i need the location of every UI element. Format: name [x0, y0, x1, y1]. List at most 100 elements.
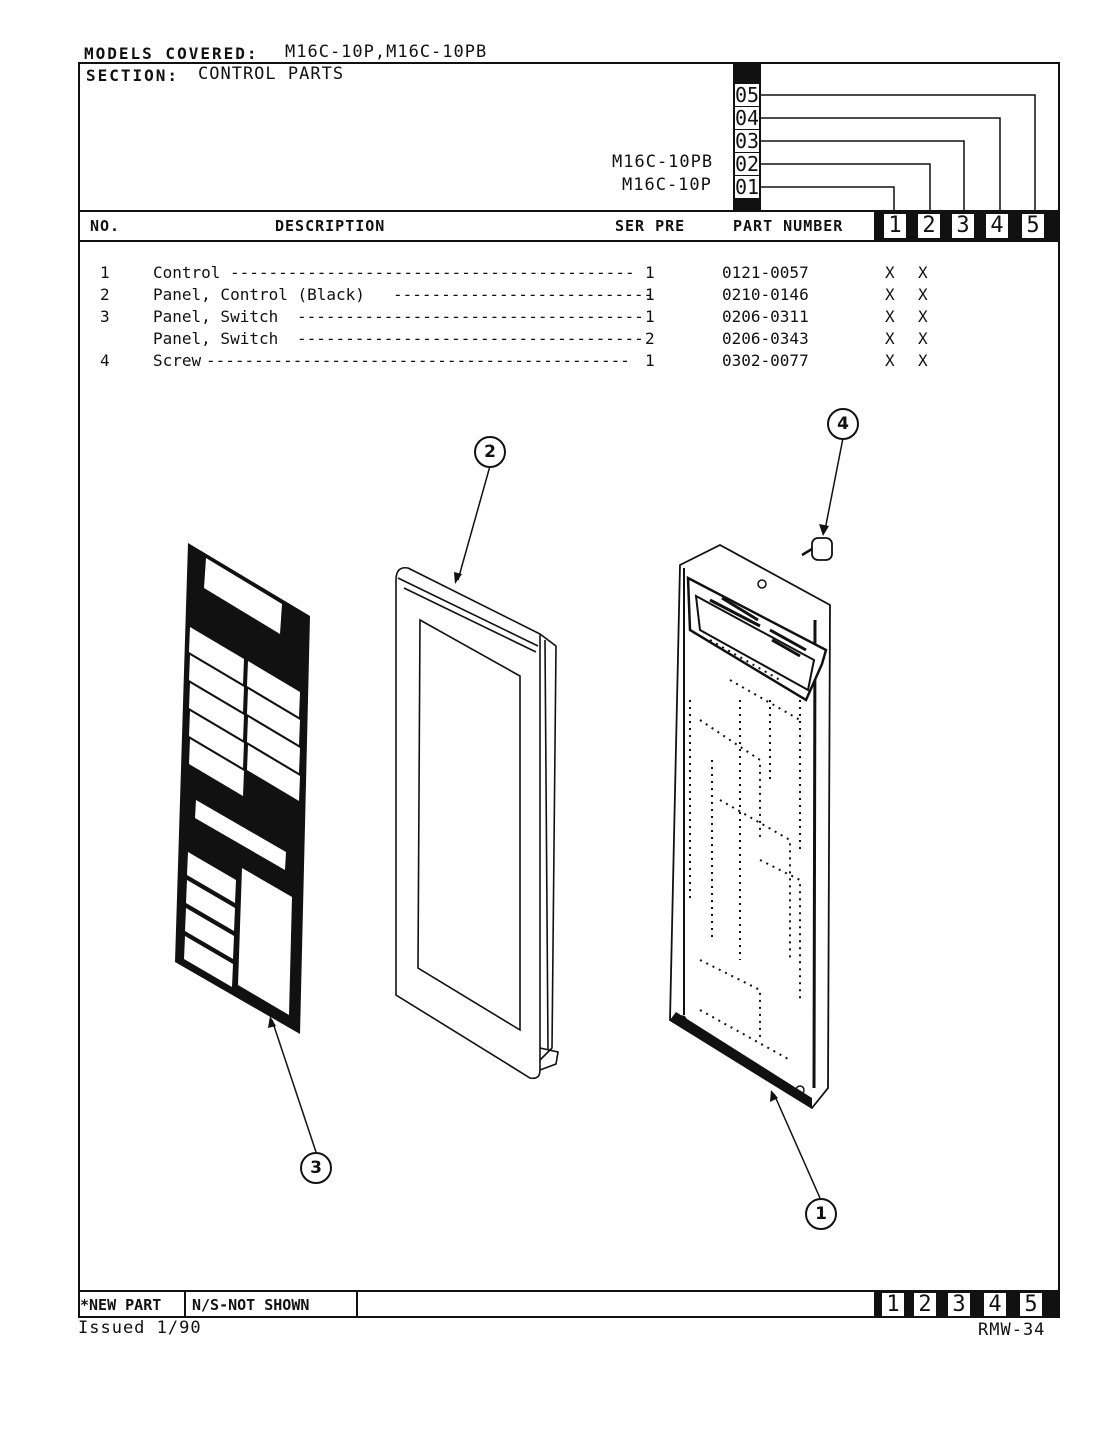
row-leader: ------------------------------------ [297, 307, 644, 326]
column-divider [972, 1291, 982, 1318]
new-part-legend: *NEW PART [80, 1296, 162, 1314]
callout-2: 2 [474, 436, 506, 468]
row-part-number: 0302-0077 [722, 351, 809, 370]
row-ser: 1 [645, 351, 655, 370]
row-ser: 1 [645, 263, 655, 282]
model-column-4: 4 [984, 212, 1010, 240]
row-model-1: X [885, 285, 895, 304]
model-column-2: 2 [916, 212, 942, 240]
table-row: Panel, Switch --------------------------… [0, 328, 1100, 350]
footer-divider-1 [184, 1290, 186, 1318]
footer-model-column-1: 1 [880, 1291, 906, 1318]
column-divider [1010, 212, 1020, 240]
section-label: SECTION: [86, 66, 180, 85]
model-code-footer-block [735, 199, 759, 211]
exploded-parts-diagram [175, 437, 844, 1199]
column-divider [874, 212, 884, 240]
row-no: 3 [100, 307, 110, 326]
model-code-01: 01 [735, 175, 760, 199]
footer-model-column-2: 2 [912, 1291, 938, 1318]
model-name-m16c-10pb: M16C-10PB [612, 152, 714, 172]
table-row: 2 Panel, Control (Black) ---------------… [0, 284, 1100, 306]
document-code: RMW-34 [978, 1320, 1046, 1340]
section-value: CONTROL PARTS [198, 64, 345, 84]
control-panel-frame [395, 566, 559, 1080]
model-column-3: 3 [950, 212, 976, 240]
column-divider [976, 212, 986, 240]
model-code-05: 05 [735, 83, 760, 107]
footer-model-column-5: 5 [1018, 1291, 1044, 1318]
callout-1: 1 [805, 1198, 837, 1230]
row-model-2: X [918, 307, 928, 326]
model-code-header-block [735, 64, 759, 84]
not-shown-legend: N/S-NOT SHOWN [192, 1296, 310, 1314]
column-divider [938, 1291, 948, 1318]
model-code-03: 03 [735, 129, 760, 153]
model-name-m16c-10p: M16C-10P [622, 175, 712, 195]
footer-top-rule [78, 1290, 1060, 1292]
model-column-5: 5 [1020, 212, 1046, 240]
row-leader: ----------------------------------------… [230, 263, 635, 282]
row-model-1: X [885, 329, 895, 348]
sheet-frame [78, 62, 1060, 1318]
footer-model-column-3: 3 [946, 1291, 972, 1318]
row-ser: 1 [645, 285, 655, 304]
column-divider [1044, 1291, 1058, 1318]
row-model-2: X [918, 263, 928, 282]
row-model-2: X [918, 329, 928, 348]
row-leader: ------------------------------------ [297, 329, 644, 348]
row-part-number: 0121-0057 [722, 263, 809, 282]
table-row: 1 Control ------------------------------… [0, 262, 1100, 284]
column-divider [1046, 212, 1058, 240]
footer-model-column-4: 4 [982, 1291, 1008, 1318]
models-covered-label: MODELS COVERED: [84, 44, 259, 63]
row-model-1: X [885, 351, 895, 370]
row-model-2: X [918, 285, 928, 304]
column-header-part-number: PART NUMBER [733, 217, 844, 235]
callout-3: 3 [300, 1152, 332, 1184]
model-code-right-border [759, 64, 761, 211]
screw-part [801, 537, 833, 561]
row-ser: 1 [645, 307, 655, 326]
switch-panel-overlay [175, 543, 310, 1034]
row-no: 4 [100, 351, 110, 370]
column-divider [874, 1291, 884, 1318]
column-header-no: NO. [90, 217, 121, 235]
column-header-description: DESCRIPTION [275, 217, 386, 235]
table-header-top-rule [78, 210, 1060, 212]
row-leader: --------------------------- [393, 285, 654, 304]
table-header-bottom-rule [78, 240, 1060, 242]
row-description: Panel, Switch [153, 329, 279, 348]
row-no: 2 [100, 285, 110, 304]
row-part-number: 0210-0146 [722, 285, 809, 304]
row-description: Panel, Control (Black) [153, 285, 365, 304]
row-part-number: 0206-0343 [722, 329, 809, 348]
models-covered-value: M16C-10P,M16C-10PB [285, 42, 488, 62]
column-divider [942, 212, 952, 240]
model-code-left-border [733, 64, 735, 211]
row-description: Panel, Switch [153, 307, 279, 326]
row-model-1: X [885, 263, 895, 282]
model-leader-lines [760, 94, 1036, 214]
issued-date: Issued 1/90 [78, 1318, 202, 1338]
table-row: 4 Screw --------------------------------… [0, 350, 1100, 372]
model-column-1: 1 [882, 212, 908, 240]
model-code-04: 04 [735, 106, 760, 130]
row-no: 1 [100, 263, 110, 282]
row-description: Screw [153, 351, 202, 370]
row-part-number: 0206-0311 [722, 307, 809, 326]
row-model-1: X [885, 307, 895, 326]
row-model-2: X [918, 351, 928, 370]
control-circuit-board [669, 543, 831, 1110]
footer-divider-2 [356, 1290, 358, 1318]
row-description: Control [153, 263, 221, 282]
column-divider [906, 1291, 916, 1318]
column-header-ser-pre: SER PRE [615, 217, 686, 235]
model-code-02: 02 [735, 152, 760, 176]
row-leader: ----------------------------------------… [206, 351, 630, 370]
column-divider [1008, 1291, 1018, 1318]
callout-4: 4 [827, 408, 859, 440]
column-divider [908, 212, 918, 240]
row-ser: 2 [645, 329, 655, 348]
